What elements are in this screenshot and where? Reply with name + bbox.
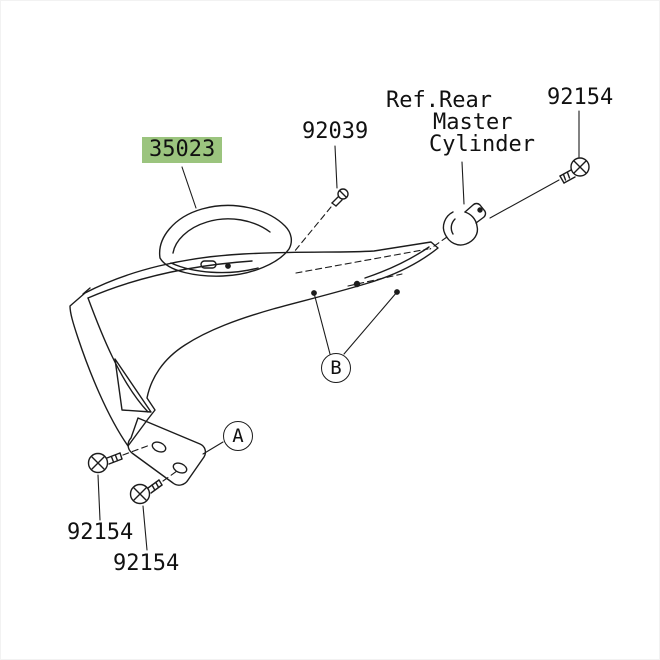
leader-lines	[97, 110, 580, 551]
part-label-92154-top-right: 92154	[547, 85, 614, 110]
reference-note-line-3: Cylinder	[429, 132, 535, 157]
screw-icon-92154-top	[559, 157, 590, 184]
part-label-35023[interactable]: 35023	[142, 137, 223, 164]
screw-icon-92154-left	[87, 452, 123, 474]
callout-b: B	[321, 353, 351, 383]
part-label-92039: 92039	[302, 119, 369, 144]
fender-main-drawing	[69, 241, 439, 447]
part-label-92154-bottom-1: 92154	[67, 520, 134, 545]
hidden-edge-dashed-lines	[122, 206, 448, 482]
inner-cowl-drawing	[159, 204, 293, 277]
master-cylinder-clamp-drawing	[442, 202, 487, 246]
reference-note-line-2: Master	[433, 110, 513, 135]
part-label-92154-bottom-2: 92154	[113, 551, 180, 576]
reference-note-line-1: Ref.Rear	[386, 88, 492, 113]
mounting-bracket-drawing	[127, 417, 207, 486]
callout-a: A	[223, 421, 253, 451]
screw-icon-92039	[331, 188, 349, 207]
screw-icon-92154-lower	[129, 479, 163, 505]
